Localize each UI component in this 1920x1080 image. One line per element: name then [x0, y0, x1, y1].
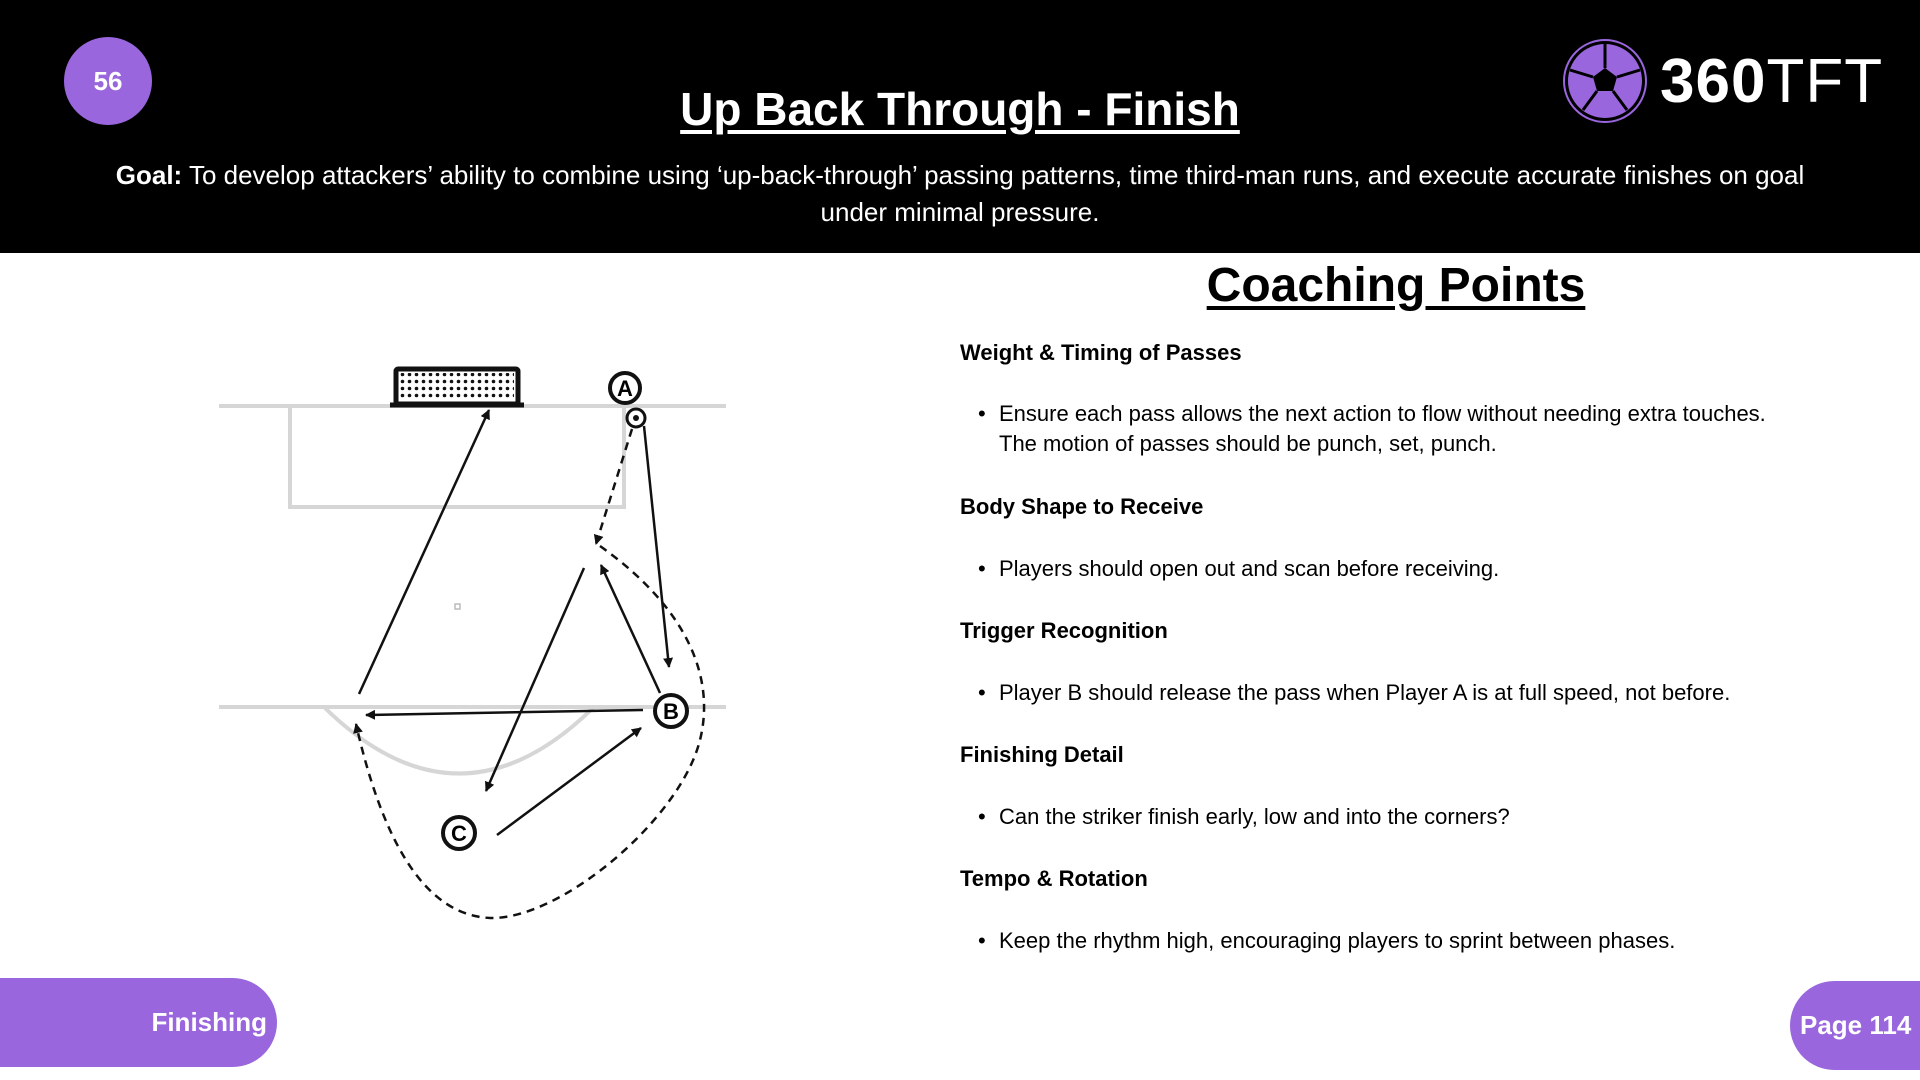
pass-arrow-b-left [365, 708, 644, 720]
bullet-item: Ensure each pass allows the next action … [978, 399, 1798, 459]
section-heading: Tempo & Rotation [960, 866, 1148, 891]
header: 56 Up Back Through - Finish Goal: To dev… [0, 0, 1920, 253]
category-tag: Finishing [0, 978, 277, 1067]
soccer-ball-icon [1563, 39, 1647, 123]
shot-arrow [357, 409, 491, 695]
session-number-badge: 56 [64, 37, 152, 125]
page-title: Up Back Through - Finish [680, 83, 1240, 135]
page-number: Page 114 [1790, 981, 1920, 1070]
section-heading: Body Shape to Receive [960, 494, 1204, 519]
pass-arrows [353, 409, 706, 920]
pass-arrow-b-up [599, 564, 662, 694]
drill-diagram: A B C [219, 366, 726, 920]
bullet-item: Player B should release the pass when Pl… [978, 678, 1798, 708]
goal-description: To develop attackers’ ability to combine… [182, 160, 1805, 227]
player-a: A [608, 371, 647, 429]
pass-arrow-c-to-b [496, 726, 642, 837]
section-heading: Trigger Recognition [960, 618, 1168, 643]
goal-icon [390, 366, 524, 408]
dashed-run-loop [353, 544, 706, 920]
run-arrow-a-to-b [642, 425, 674, 668]
coaching-points-title: Coaching Points [1206, 259, 1586, 312]
pitch-lines [219, 404, 726, 776]
bullet-item: Can the striker finish early, low and in… [978, 802, 1798, 832]
svg-text:A: A [617, 376, 633, 401]
svg-text:C: C [451, 821, 467, 846]
logo: 360TFT [1562, 38, 1883, 124]
goal-label: Goal: [115, 160, 183, 190]
dashed-run-a [593, 428, 634, 545]
bullet-item: Keep the rhythm high, encouraging player… [978, 926, 1798, 956]
player-c: C [441, 815, 477, 851]
section-heading: Weight & Timing of Passes [960, 340, 1242, 365]
logo-text: 360TFT [1660, 46, 1884, 116]
section-heading: Finishing Detail [960, 742, 1124, 767]
bullet-item: Players should open out and scan before … [978, 554, 1798, 584]
goal-text: Goal: To develop attackers’ ability to c… [110, 157, 1810, 231]
player-b: B [653, 693, 689, 729]
svg-text:B: B [663, 699, 679, 724]
pass-arrow-to-c [484, 567, 586, 792]
